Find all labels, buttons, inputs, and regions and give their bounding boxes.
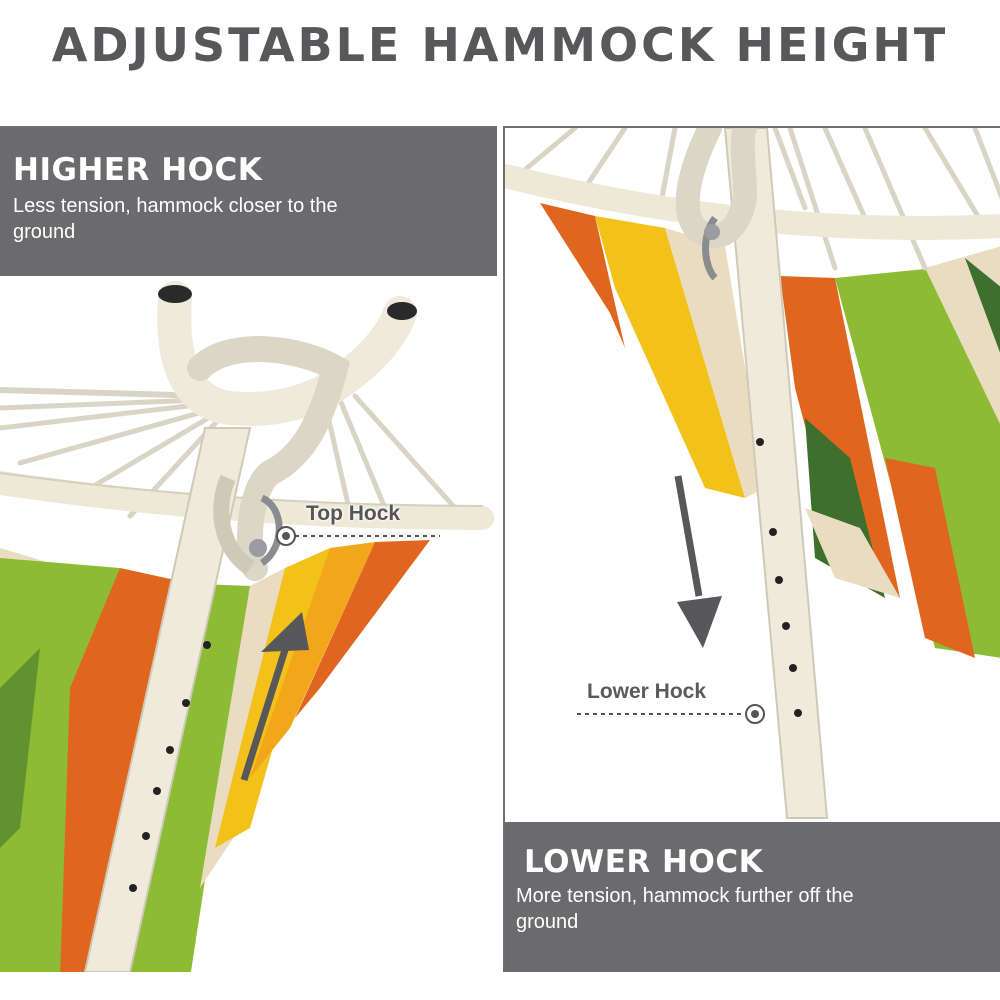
lower-hock-description: More tension, hammock further off the gr…: [516, 885, 854, 933]
stand-post: [723, 128, 829, 819]
higher-hock-panel: HIGHER HOCK Less tension, hammock closer…: [0, 126, 497, 972]
lower-hock-panel: Lower Hock LOWER HOCK More tension, hamm…: [503, 126, 1000, 972]
hammock-fabric: [540, 203, 1000, 658]
page-title: ADJUSTABLE HAMMOCK HEIGHT: [51, 18, 949, 72]
down-arrow-icon: [674, 475, 722, 648]
lower-hock-label: Lower Hock: [587, 680, 707, 703]
rope-knot: [187, 336, 351, 581]
target-marker-icon: [577, 704, 765, 724]
lower-hock-heading: LOWER HOCK: [524, 844, 764, 880]
higher-hock-heading: HIGHER HOCK: [13, 152, 263, 188]
top-hock-label: Top Hock: [306, 502, 401, 525]
higher-hock-caption: HIGHER HOCK Less tension, hammock closer…: [0, 128, 497, 276]
lower-hock-caption: LOWER HOCK More tension, hammock further…: [505, 822, 1000, 972]
target-marker-icon: [276, 526, 440, 546]
higher-hock-description: Less tension, hammock closer to the grou…: [13, 195, 338, 243]
hammock-stand-photo: [505, 128, 1000, 819]
hammock-stand-photo: [0, 281, 494, 972]
up-arrow-icon: [240, 612, 309, 782]
stand-post: [83, 281, 417, 972]
hammock-fabric: [0, 540, 430, 972]
rope-knot: [675, 128, 758, 281]
